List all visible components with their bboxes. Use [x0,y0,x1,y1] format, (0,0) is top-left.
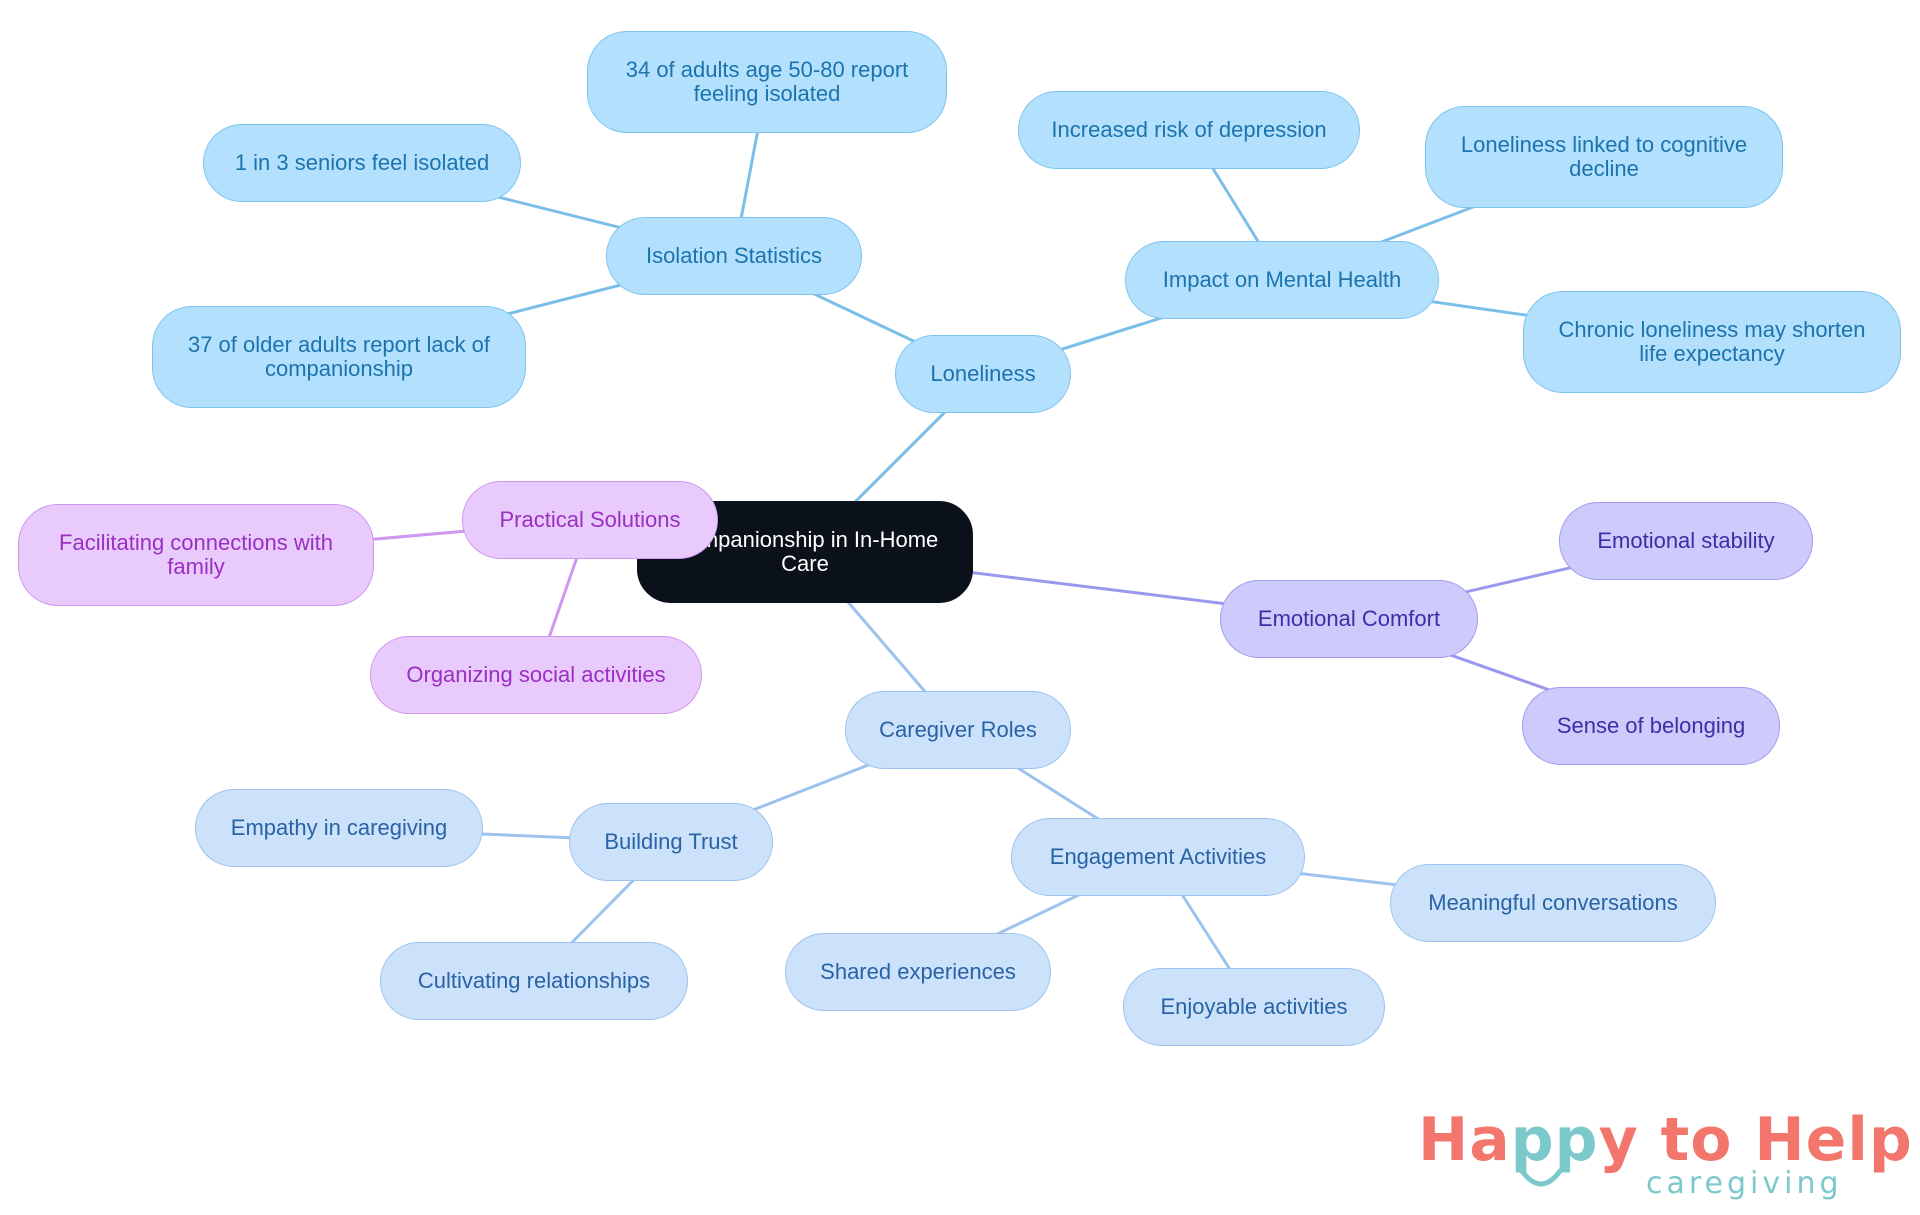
node-mental: Impact on Mental Health [1125,241,1439,319]
node-label: Chronic loneliness may shorten life expe… [1558,317,1866,366]
node-ea3: Enjoyable activities [1123,968,1385,1046]
logo-word-happy-pp: pp [1510,1105,1599,1175]
node-caregiver: Caregiver Roles [845,691,1071,769]
node-label: Engagement Activities [1049,844,1267,869]
node-label: Caregiver Roles [879,717,1037,742]
node-bt1: Empathy in caregiving [195,789,483,867]
node-label: Emotional Comfort [1257,606,1441,631]
node-isolation: Isolation Statistics [606,217,862,295]
smile-icon [1519,1168,1563,1187]
node-ea1: Meaningful conversations [1390,864,1716,942]
node-label: Impact on Mental Health [1162,267,1402,292]
node-mh2: Loneliness linked to cognitive decline [1425,106,1783,208]
node-stat1: 34 of adults age 50-80 report feeling is… [587,31,947,133]
node-bt2: Cultivating relationships [380,942,688,1020]
node-label: Meaningful conversations [1428,890,1678,915]
node-label: Empathy in caregiving [230,815,448,840]
logo-word-help: Help [1754,1105,1913,1175]
node-label: Increased risk of depression [1051,117,1327,142]
node-label: Practical Solutions [499,507,681,532]
node-label: Isolation Statistics [645,243,823,268]
logo-title: Happy to Help [1418,1105,1913,1175]
node-mh1: Increased risk of depression [1018,91,1360,169]
node-ps1: Facilitating connections with family [18,504,374,606]
node-label: Emotional stability [1597,528,1775,553]
logo-subtitle: caregiving [1646,1166,1843,1201]
node-ec1: Emotional stability [1559,502,1813,580]
happy-to-help-logo: Happy to Help caregiving [1418,1105,1912,1201]
node-ea2: Shared experiences [785,933,1051,1011]
logo-word-to: to [1660,1105,1733,1175]
node-ps2: Organizing social activities [370,636,702,714]
node-emotional: Emotional Comfort [1220,580,1478,658]
node-trust: Building Trust [569,803,773,881]
node-label: 37 of older adults report lack of compan… [187,332,491,381]
node-mh3: Chronic loneliness may shorten life expe… [1523,291,1901,393]
logo-word-happy-y: y [1598,1105,1639,1175]
node-label: Enjoyable activities [1160,994,1348,1019]
node-label: Cultivating relationships [417,968,651,993]
node-label: 34 of adults age 50-80 report feeling is… [625,57,909,106]
node-engage: Engagement Activities [1011,818,1305,896]
logo-word-happy-ha: Ha [1418,1105,1511,1175]
node-label: 1 in 3 seniors feel isolated [234,150,490,175]
node-ec2: Sense of belonging [1522,687,1780,765]
node-label: Building Trust [604,829,738,854]
node-practical: Practical Solutions [462,481,718,559]
node-label: Organizing social activities [406,662,666,687]
node-label: Sense of belonging [1556,713,1746,738]
node-label: Shared experiences [820,959,1016,984]
node-label: Loneliness linked to cognitive decline [1460,132,1748,181]
node-stat2: 1 in 3 seniors feel isolated [203,124,521,202]
node-loneliness: Loneliness [895,335,1071,413]
node-label: Loneliness [930,361,1036,386]
node-stat3: 37 of older adults report lack of compan… [152,306,526,408]
node-label: Facilitating connections with family [59,530,333,579]
